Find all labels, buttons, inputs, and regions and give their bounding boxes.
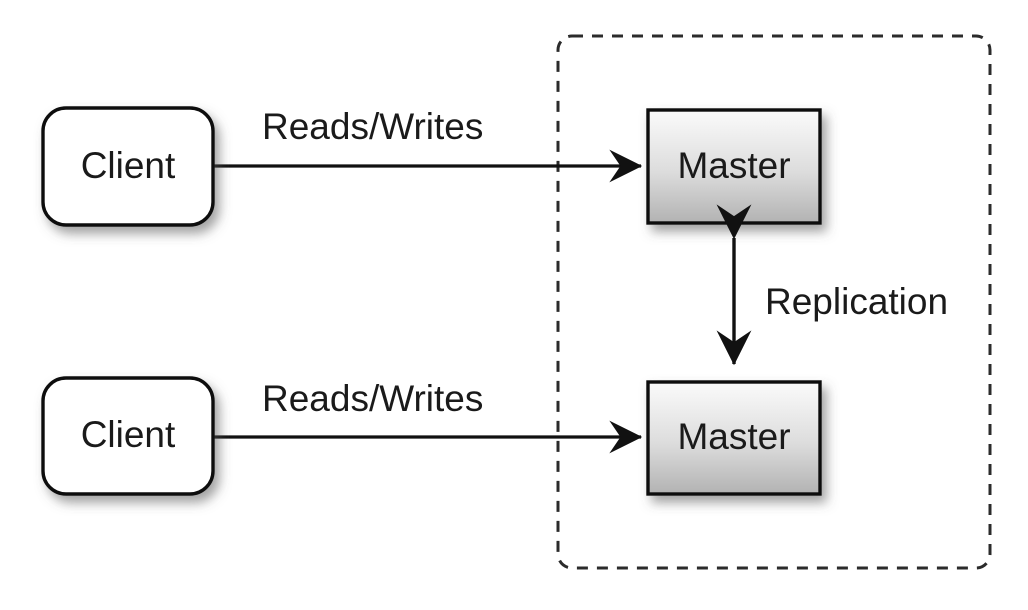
node-client-top-label: Client — [81, 145, 176, 186]
edge-label-reads-writes-bottom: Reads/Writes — [262, 378, 483, 419]
node-master-bottom-label: Master — [677, 416, 790, 457]
node-client-bottom-label: Client — [81, 414, 176, 455]
replication-cluster-boundary — [556, 34, 992, 570]
node-client-top[interactable]: Client — [41, 106, 215, 227]
edge-label-reads-writes-top: Reads/Writes — [262, 106, 483, 147]
edge-label-replication: Replication — [765, 281, 948, 322]
node-master-top-label: Master — [677, 145, 790, 186]
node-client-bottom[interactable]: Client — [41, 376, 215, 496]
node-master-bottom[interactable]: Master — [646, 380, 822, 496]
node-master-top[interactable]: Master — [646, 108, 822, 225]
